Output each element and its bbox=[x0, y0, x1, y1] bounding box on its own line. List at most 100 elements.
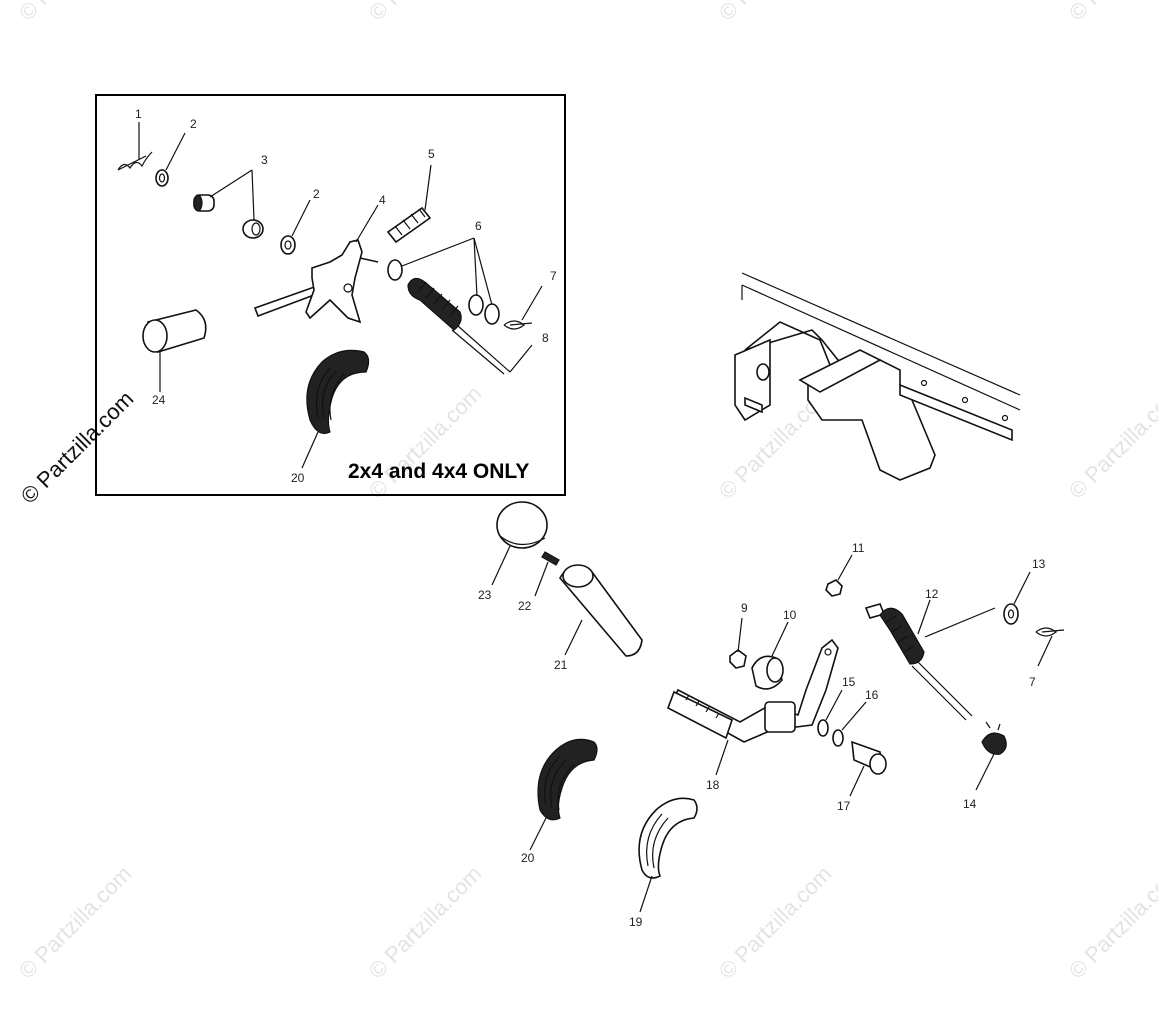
boot-ribs bbox=[885, 615, 915, 653]
inset-border bbox=[95, 94, 566, 496]
callout-label: 4 bbox=[379, 193, 386, 207]
frame-hole bbox=[920, 379, 928, 387]
callout-label: 10 bbox=[783, 608, 797, 622]
grip-end bbox=[142, 319, 168, 353]
frame-crossmember bbox=[798, 349, 882, 393]
watermark: © Partzilla.com bbox=[1064, 861, 1158, 984]
pedal-foot-plate bbox=[667, 690, 733, 740]
callout-label: 2 bbox=[313, 187, 320, 201]
frame-rail bbox=[741, 272, 1021, 411]
callout-label: 2 bbox=[190, 117, 197, 131]
watermark-main: © Partzilla.com bbox=[16, 386, 139, 509]
callout-label: 17 bbox=[837, 799, 851, 813]
leader-line bbox=[401, 237, 475, 267]
cable-boot bbox=[879, 607, 925, 665]
washer bbox=[280, 235, 296, 255]
leader-line bbox=[1037, 635, 1053, 667]
leader-line bbox=[301, 431, 319, 469]
leader-line bbox=[521, 285, 543, 321]
lever-pin bbox=[359, 257, 379, 263]
watermark: © Partzilla.com bbox=[1064, 0, 1158, 26]
inset-note: 2x4 and 4x4 ONLY bbox=[348, 460, 529, 483]
main-assembly: 23 22 21 11 9 10 12 13 7 15 16 18 17 14 … bbox=[478, 501, 1065, 929]
watermark: © Partzilla.com bbox=[364, 381, 487, 504]
washer bbox=[468, 294, 484, 316]
callout-label: 21 bbox=[554, 658, 568, 672]
watermark: © Partzilla.com bbox=[14, 0, 137, 26]
leader-line bbox=[251, 169, 255, 221]
mount-hole bbox=[756, 363, 770, 381]
pedal-hub bbox=[764, 701, 796, 733]
callout-label: 6 bbox=[475, 219, 482, 233]
watermark: © Partzilla.com bbox=[1064, 381, 1158, 504]
cotter-clip bbox=[1035, 627, 1065, 637]
leader-line bbox=[564, 619, 583, 656]
callout-label: 11 bbox=[852, 541, 865, 555]
brake-cable bbox=[917, 661, 973, 717]
foot-pad bbox=[638, 797, 698, 879]
frame-section bbox=[734, 272, 1021, 481]
washer bbox=[484, 303, 500, 325]
frame-rail-lower bbox=[899, 383, 1013, 442]
watermark: © Partzilla.com bbox=[714, 0, 837, 26]
frame-mount-plate bbox=[734, 338, 771, 422]
callout-label: 12 bbox=[925, 587, 939, 601]
brake-lever bbox=[305, 239, 363, 324]
washer bbox=[387, 259, 403, 281]
callout-label: 22 bbox=[518, 599, 532, 613]
bushing-end bbox=[193, 194, 203, 212]
lever-hole bbox=[343, 283, 353, 293]
washer bbox=[817, 719, 829, 737]
callout-label: 5 bbox=[428, 147, 435, 161]
leader-line bbox=[209, 169, 253, 198]
mount-stud bbox=[744, 396, 763, 414]
leader-line bbox=[917, 599, 931, 635]
clamp-tabs bbox=[985, 721, 1001, 731]
watermark: © Partzilla.com bbox=[14, 861, 137, 984]
callout-label: 18 bbox=[706, 778, 720, 792]
leader-line bbox=[165, 132, 186, 171]
callout-label: 16 bbox=[865, 688, 879, 702]
brake-cable bbox=[451, 329, 505, 375]
leader-line bbox=[509, 344, 533, 373]
watermark-layer: © Partzilla.com © Partzilla.com © Partzi… bbox=[14, 0, 1158, 984]
callout-label: 23 bbox=[478, 588, 492, 602]
callout-label: 19 bbox=[629, 915, 643, 929]
washer bbox=[1003, 603, 1019, 625]
leader-line bbox=[291, 199, 311, 237]
knob-cap-edge bbox=[499, 535, 546, 546]
leader-line bbox=[491, 545, 511, 586]
callout-label: 7 bbox=[1029, 675, 1036, 689]
leader-line bbox=[639, 875, 653, 913]
spring-coils bbox=[394, 208, 426, 236]
spring bbox=[386, 206, 432, 244]
frame-hole bbox=[961, 396, 969, 404]
callout-label: 14 bbox=[963, 797, 977, 811]
bumper-face bbox=[766, 657, 784, 683]
pivot-bolt-head bbox=[869, 753, 887, 775]
washer-hole bbox=[158, 173, 166, 183]
leader-line bbox=[825, 689, 843, 721]
inset-panel: 2x4 and 4x4 ONLY bbox=[95, 94, 566, 496]
brake-pedal-arm bbox=[670, 638, 839, 743]
screw bbox=[541, 551, 560, 566]
callout-label: 3 bbox=[261, 153, 268, 167]
leader-line bbox=[924, 607, 996, 638]
foot-pad-ribs bbox=[646, 813, 669, 869]
boot-ribs bbox=[417, 281, 459, 317]
nut bbox=[729, 649, 747, 669]
washer-hole bbox=[284, 240, 292, 250]
callout-label: 24 bbox=[152, 393, 166, 407]
leader-line bbox=[529, 817, 547, 851]
washer bbox=[155, 169, 169, 187]
leader-line bbox=[837, 554, 853, 581]
watermark: © Partzilla.com bbox=[364, 861, 487, 984]
pedal-teeth bbox=[685, 694, 720, 719]
handle-opening bbox=[562, 564, 594, 588]
cable-clamp bbox=[981, 732, 1007, 755]
brake-cable bbox=[457, 325, 511, 373]
watermark: © Partzilla.com bbox=[364, 0, 487, 26]
leader-line bbox=[473, 237, 478, 297]
washer-hole bbox=[1007, 609, 1015, 619]
